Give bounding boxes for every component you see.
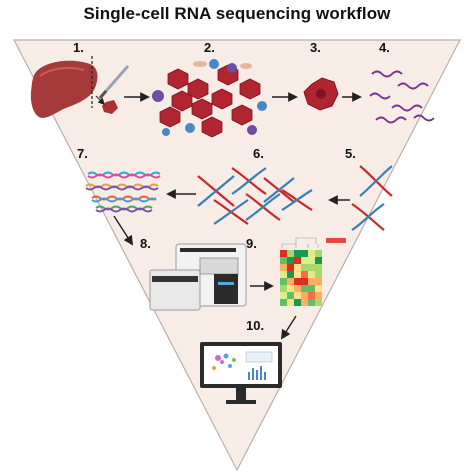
heatmap-cell <box>315 271 322 278</box>
heatmap-cell <box>315 285 322 292</box>
heatmap-cell <box>287 264 294 271</box>
heatmap-cell <box>280 250 287 257</box>
step-number-3: 3. <box>310 40 321 55</box>
heatmap-icon <box>280 237 346 306</box>
heatmap-cell <box>301 292 308 299</box>
step-number-5: 5. <box>345 146 356 161</box>
heatmap-cell <box>287 257 294 264</box>
heatmap-cell <box>308 292 315 299</box>
heatmap-cell <box>287 271 294 278</box>
heatmap-cell <box>280 285 287 292</box>
heatmap-cell <box>301 250 308 257</box>
heatmap-cell <box>301 271 308 278</box>
heatmap-cell <box>280 292 287 299</box>
heatmap-cell <box>287 278 294 285</box>
heatmap-cell <box>301 257 308 264</box>
step-number-2: 2. <box>204 40 215 55</box>
amplified-dna-icon <box>197 167 313 225</box>
arrow-7-to-8 <box>113 215 134 246</box>
heatmap-cell <box>294 278 301 285</box>
heatmap-cell <box>301 278 308 285</box>
heatmap-cell <box>308 271 315 278</box>
heatmap-cell <box>308 264 315 271</box>
heatmap-cell <box>294 271 301 278</box>
step-number-1: 1. <box>73 40 84 55</box>
heatmap-cell <box>280 278 287 285</box>
rna-strands-icon <box>369 70 435 124</box>
step-number-8: 8. <box>140 236 151 251</box>
step-number-4: 4. <box>379 40 390 55</box>
heatmap-cell <box>301 264 308 271</box>
single-cell-icon <box>303 77 339 111</box>
tissue-dissociation-icon <box>152 59 267 138</box>
heatmap-cell <box>287 292 294 299</box>
heatmap-cell <box>280 271 287 278</box>
arrow-9-to-10 <box>280 315 297 340</box>
heatmap-cell <box>308 285 315 292</box>
heatmap-cell <box>315 250 322 257</box>
heatmap-cell <box>294 250 301 257</box>
sequencer-icon <box>149 243 247 311</box>
heatmap-cell <box>294 292 301 299</box>
heatmap-cell <box>294 257 301 264</box>
step-number-9: 9. <box>246 236 257 251</box>
heatmap-cell <box>294 264 301 271</box>
heatmap-cell <box>294 299 301 306</box>
heatmap-cell <box>280 299 287 306</box>
heatmap-cell <box>280 264 287 271</box>
heatmap-cell <box>294 285 301 292</box>
heatmap-cell <box>280 257 287 264</box>
library-strands-icon <box>85 171 161 213</box>
heatmap-cell <box>287 299 294 306</box>
computer-analysis-icon <box>200 342 282 404</box>
heatmap-cell <box>301 299 308 306</box>
heatmap-cell <box>301 285 308 292</box>
heatmap-cell <box>287 250 294 257</box>
heatmap-cell <box>315 264 322 271</box>
liver-dissection-icon <box>30 56 130 118</box>
step-number-7: 7. <box>77 146 88 161</box>
diagram-title: Single-cell RNA sequencing workflow <box>83 4 391 23</box>
heatmap-cell <box>315 292 322 299</box>
heatmap-cell <box>287 285 294 292</box>
heatmap-cell <box>308 257 315 264</box>
heatmap-cell <box>315 278 322 285</box>
heatmap-cell <box>308 299 315 306</box>
step-number-6: 6. <box>253 146 264 161</box>
heatmap-cell <box>315 299 322 306</box>
heatmap-cell <box>315 257 322 264</box>
cdna-icon <box>351 165 393 231</box>
step-number-10: 10. <box>246 318 264 333</box>
heatmap-cell <box>308 250 315 257</box>
heatmap-cell <box>308 278 315 285</box>
